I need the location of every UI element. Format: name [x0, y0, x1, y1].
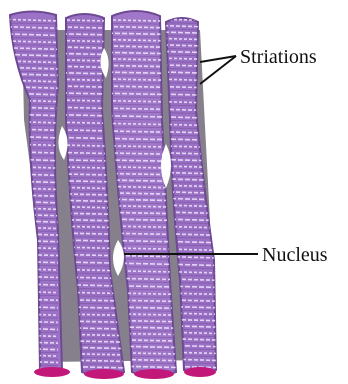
muscle-fiber-1	[8, 12, 62, 375]
label-nucleus: Nucleus	[262, 244, 328, 266]
fiber-end-cap	[184, 367, 216, 377]
fiber-end-cap	[134, 369, 174, 379]
label-striations: Striations	[240, 46, 317, 68]
fiber-end-cap	[34, 367, 70, 377]
fiber-end-cap	[84, 369, 124, 379]
